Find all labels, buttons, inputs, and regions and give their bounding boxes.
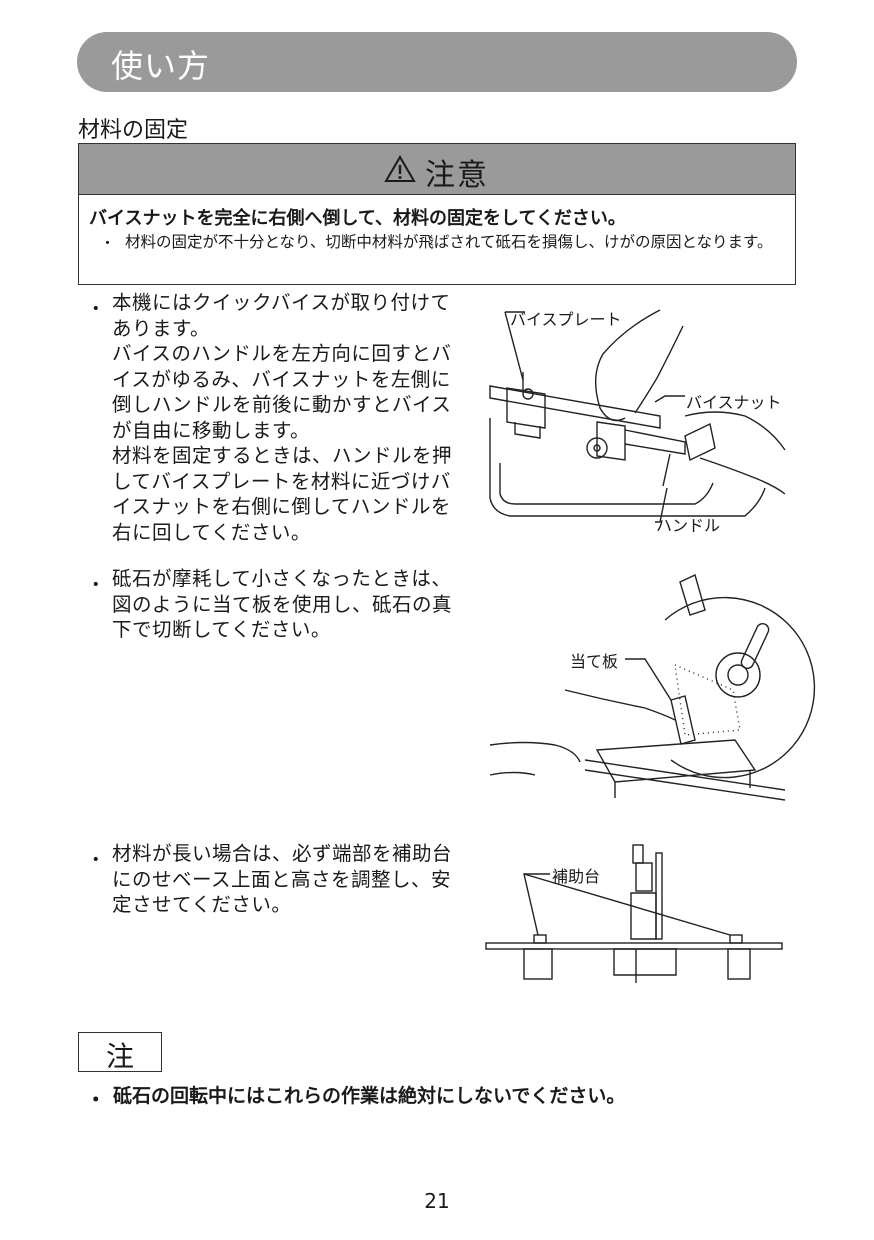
item-2-text: 砥石が摩耗して小さくなったときは、図のように当て板を使用し、砥石の真下で切断して… — [112, 567, 453, 641]
caution-sub-text: 材料の固定が不十分となり、切断中材料が飛ばされて砥石を損傷し、けがの原因となりま… — [125, 233, 773, 251]
item-1-line-c: 材料を固定するときは、ハンドルを押してバイスプレートを材料に近づけバイスナットを… — [112, 444, 453, 544]
note-title: 注 — [106, 1040, 135, 1073]
section-header: 使い方 — [77, 32, 797, 92]
item-1-line-b: バイスのハンドルを左方向に回すとバイスがゆるみ、バイスナットを左側に倒しハンドル… — [112, 342, 452, 442]
item-1-text: 本機にはクイックバイスが取り付けてあります。 バイスのハンドルを左方向に回すとバ… — [112, 290, 457, 545]
caution-main-text: バイスナットを完全に右側へ倒して、材料の固定をしてください。 — [89, 208, 626, 229]
note-text: 砥石の回転中にはこれらの作業は絶対にしないでください。 — [113, 1085, 626, 1107]
item-1-bullet: ・ — [86, 297, 106, 320]
support-stand-illustration — [485, 844, 783, 983]
section-title: 使い方 — [111, 47, 211, 85]
caution-box: 注意 バイスナットを完全に右側へ倒して、材料の固定をしてください。 ・ 材料の固… — [78, 143, 796, 285]
backing-plate-illustration — [489, 574, 816, 801]
page-number: 21 — [424, 1189, 450, 1213]
caution-sub-bullet: ・ — [100, 234, 116, 252]
note-bullet: ・ — [86, 1088, 106, 1111]
warning-triangle-icon — [384, 155, 416, 182]
label-support-stand: 補助台 — [552, 867, 601, 886]
item-2-bullet: ・ — [86, 573, 106, 596]
caution-title: 注意 — [425, 158, 489, 193]
subheading: 材料の固定 — [78, 118, 189, 143]
label-vise-plate: バイスプレート — [510, 310, 622, 329]
label-backing-plate: 当て板 — [570, 652, 619, 671]
label-handle: ハンドル — [656, 516, 721, 535]
caution-header: 注意 — [79, 144, 795, 195]
note-box: 注 — [78, 1032, 162, 1073]
item-3-text: 材料が長い場合は、必ず端部を補助台にのせベース上面と高さを調整し、安定させてくだ… — [112, 842, 453, 916]
label-vise-nut: バイスナット — [686, 393, 782, 412]
quick-vise-illustration — [489, 309, 786, 523]
item-1-line-a: 本機にはクイックバイスが取り付けてあります。 — [112, 291, 451, 340]
item-3-bullet: ・ — [86, 848, 106, 871]
